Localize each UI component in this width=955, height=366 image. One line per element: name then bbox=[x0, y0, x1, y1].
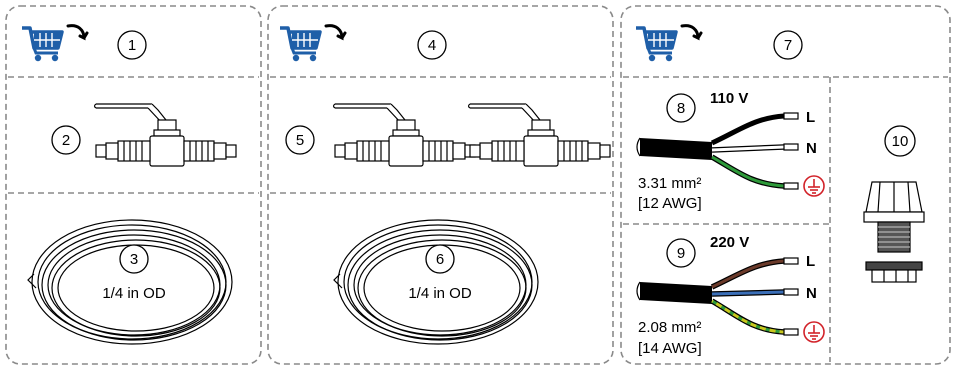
kit-panel-2: 4 5 6 1/4 in OD bbox=[267, 5, 614, 365]
wire-neutral bbox=[711, 290, 785, 296]
wire-size-metric: 2.08 mm² bbox=[638, 319, 701, 336]
wire-line bbox=[711, 259, 785, 289]
ball-valve-icon bbox=[467, 103, 611, 167]
wire-neutral bbox=[711, 145, 785, 152]
callout-6: 6 bbox=[436, 251, 444, 268]
shopping-cart-icon bbox=[278, 23, 347, 63]
cable-gland-group: 10 bbox=[863, 125, 925, 283]
wire-ground bbox=[711, 155, 785, 188]
kit-panel-3: 7 8 110 V L N 3.31 mm² [12 AWG] 9 bbox=[620, 5, 951, 365]
power-cable-220v: 9 220 V L N 2.08 mm² [14 AWG] bbox=[636, 234, 825, 357]
callout-8: 8 bbox=[677, 100, 685, 117]
terminal-l: L bbox=[806, 253, 815, 270]
callout-circle bbox=[884, 125, 916, 157]
callout-circle bbox=[285, 125, 315, 155]
wire-size-awg: [12 AWG] bbox=[638, 195, 702, 212]
callout-circle bbox=[666, 238, 696, 268]
shopping-cart-icon bbox=[634, 23, 703, 63]
ball-valve-icon bbox=[93, 103, 237, 167]
callout-9: 9 bbox=[677, 245, 685, 262]
callout-circle bbox=[773, 30, 803, 60]
callout-3: 3 bbox=[130, 251, 138, 268]
voltage-label-110: 110 V bbox=[710, 90, 748, 107]
callout-2: 2 bbox=[62, 132, 70, 149]
callout-circle bbox=[425, 244, 455, 274]
terminal-l: L bbox=[806, 109, 815, 126]
wire-size-metric: 3.31 mm² bbox=[638, 175, 701, 192]
voltage-label-220: 220 V bbox=[710, 234, 749, 251]
tubing-size-label: 1/4 in OD bbox=[408, 285, 472, 302]
callout-5: 5 bbox=[296, 132, 304, 149]
callout-circle bbox=[119, 244, 149, 274]
cable-gland-icon bbox=[863, 181, 925, 283]
tubing-coil-icon bbox=[333, 219, 539, 345]
kit-panel-1: 1 2 3 1/4 in OD bbox=[5, 5, 262, 365]
ground-symbol-icon bbox=[803, 321, 825, 343]
cable-jacket bbox=[640, 138, 712, 160]
terminal-n: N bbox=[806, 285, 817, 302]
ground-symbol-icon bbox=[803, 175, 825, 197]
callout-circle bbox=[117, 30, 147, 60]
callout-circle bbox=[666, 93, 696, 123]
cable-jacket bbox=[640, 282, 712, 304]
callout-4: 4 bbox=[428, 37, 436, 54]
callout-1: 1 bbox=[128, 37, 136, 54]
tubing-size-label: 1/4 in OD bbox=[102, 285, 166, 302]
shopping-cart-icon bbox=[20, 23, 89, 63]
ball-valve-icon bbox=[332, 103, 476, 167]
callout-circle bbox=[51, 125, 81, 155]
terminal-n: N bbox=[806, 140, 817, 157]
callout-10: 10 bbox=[892, 133, 909, 150]
tubing-coil-icon bbox=[27, 219, 233, 345]
power-cable-110v: 8 110 V L N 3.31 mm² [12 AWG] bbox=[636, 90, 825, 212]
callout-circle bbox=[417, 30, 447, 60]
callout-7: 7 bbox=[784, 37, 792, 54]
wire-size-awg: [14 AWG] bbox=[638, 340, 702, 357]
wire-line bbox=[710, 113, 785, 146]
